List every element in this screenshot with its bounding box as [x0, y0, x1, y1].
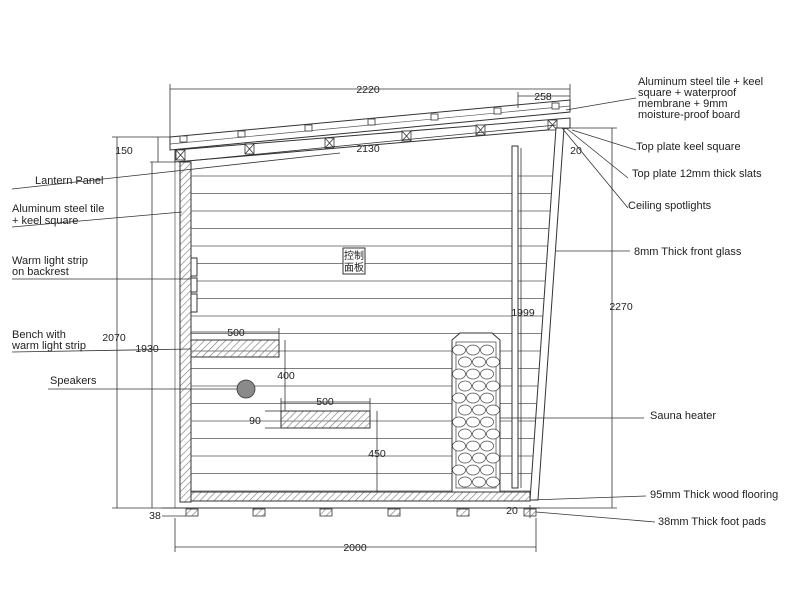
heater-stone — [452, 392, 466, 404]
wood-flooring — [190, 491, 531, 502]
heater-stone — [480, 344, 494, 356]
sauna-heater — [451, 332, 501, 493]
label-roof-3: membrane + 9mm — [638, 98, 728, 110]
dim-floor-gap: 20 — [506, 505, 518, 517]
leader-lines — [11, 97, 656, 523]
label-sauna-heater: Sauna heater — [650, 410, 716, 422]
heater-stone — [472, 356, 486, 368]
dimension-values: 2220 258 2130 20 150 2070 1930 2270 1999… — [102, 84, 633, 554]
label-lantern-panel: Lantern Panel — [35, 175, 104, 187]
dim-foot-pad: 38 — [149, 510, 161, 522]
heater-stone — [472, 380, 486, 392]
heater-stone — [452, 368, 466, 380]
dim-left-top: 150 — [115, 145, 133, 157]
heater-stone — [466, 464, 480, 476]
label-roof-2: square + waterproof — [638, 87, 737, 99]
front-glass-frame — [511, 145, 519, 489]
heater-stone — [466, 392, 480, 404]
heater-stone — [480, 392, 494, 404]
heater-stone — [480, 416, 494, 428]
label-alu-tile-2: + keel square — [12, 215, 78, 227]
label-front-glass: 8mm Thick front glass — [634, 246, 742, 258]
label-top-slats: Top plate 12mm thick slats — [632, 168, 762, 180]
heater-stone — [486, 428, 500, 440]
label-foot-pads: 38mm Thick foot pads — [658, 516, 767, 528]
heater-stone — [466, 368, 480, 380]
dim-roof-length: 2220 — [356, 84, 380, 96]
label-bench-1: Bench with — [12, 329, 66, 341]
control-panel: 控制 面板 — [342, 247, 366, 275]
heater-stone — [452, 440, 466, 452]
dim-glass-height: 1999 — [511, 307, 535, 319]
heater-stone — [480, 464, 494, 476]
callout-labels: Lantern Panel Aluminum steel tile + keel… — [11, 76, 778, 528]
label-alu-tile-1: Aluminum steel tile — [12, 203, 104, 215]
top-plate-keel-squares — [175, 119, 558, 161]
dim-roof-inner: 2130 — [356, 143, 380, 155]
label-wood-floor: 95mm Thick wood flooring — [650, 489, 778, 501]
dim-right-gap: 20 — [570, 145, 582, 157]
dim-bench-upper-width: 500 — [227, 327, 245, 339]
control-panel-label-2: 面板 — [344, 261, 364, 274]
heater-stone — [466, 416, 480, 428]
dim-left-inner: 1930 — [135, 343, 159, 355]
dimension-lines — [112, 84, 617, 552]
backrest-light-strips — [190, 257, 198, 313]
heater-stone — [458, 404, 472, 416]
dim-bench-lower-width: 500 — [316, 396, 334, 408]
label-top-keel: Top plate keel square — [636, 141, 741, 153]
heater-stone — [486, 380, 500, 392]
label-speakers: Speakers — [50, 375, 97, 387]
roof-keel-squares — [179, 102, 560, 143]
speaker — [236, 379, 256, 399]
heater-stone — [486, 404, 500, 416]
label-warm-strip-1: Warm light strip — [12, 255, 88, 267]
heater-stone — [486, 476, 500, 488]
dim-bench-upper-height: 400 — [277, 370, 295, 382]
heater-stone — [472, 476, 486, 488]
heater-stone — [458, 476, 472, 488]
heater-stone — [472, 452, 486, 464]
label-roof-4: moisture-proof board — [638, 109, 740, 121]
dim-roof-overhang: 258 — [534, 91, 552, 103]
heater-stone — [452, 416, 466, 428]
dim-base-width: 2000 — [343, 542, 367, 554]
label-roof-1: Aluminum steel tile + keel — [638, 76, 763, 88]
dim-right-height: 2270 — [609, 301, 633, 313]
dim-bench-lower-height: 450 — [368, 448, 386, 460]
heater-stone — [466, 344, 480, 356]
heater-stone — [452, 464, 466, 476]
heater-stone — [466, 440, 480, 452]
heater-stone — [486, 452, 500, 464]
upper-bench — [190, 339, 280, 358]
lower-bench — [280, 410, 371, 429]
heater-stone — [458, 380, 472, 392]
heater-stone — [452, 344, 466, 356]
heater-stone — [458, 356, 472, 368]
control-panel-label-1: 控制 — [344, 249, 364, 262]
heater-stone — [486, 356, 500, 368]
heater-stone — [480, 368, 494, 380]
foot-pads — [185, 508, 537, 517]
label-bench-2: warm light strip — [11, 340, 86, 352]
label-warm-strip-2: on backrest — [12, 266, 69, 278]
label-ceiling-spot: Ceiling spotlights — [628, 200, 712, 212]
heater-stone — [458, 428, 472, 440]
heater-stone — [458, 452, 472, 464]
dim-bench-thickness: 90 — [249, 415, 261, 427]
heater-stone — [480, 440, 494, 452]
heater-stone — [472, 404, 486, 416]
dim-left-total: 2070 — [102, 332, 126, 344]
heater-stone — [472, 428, 486, 440]
roof-assembly — [169, 99, 571, 163]
